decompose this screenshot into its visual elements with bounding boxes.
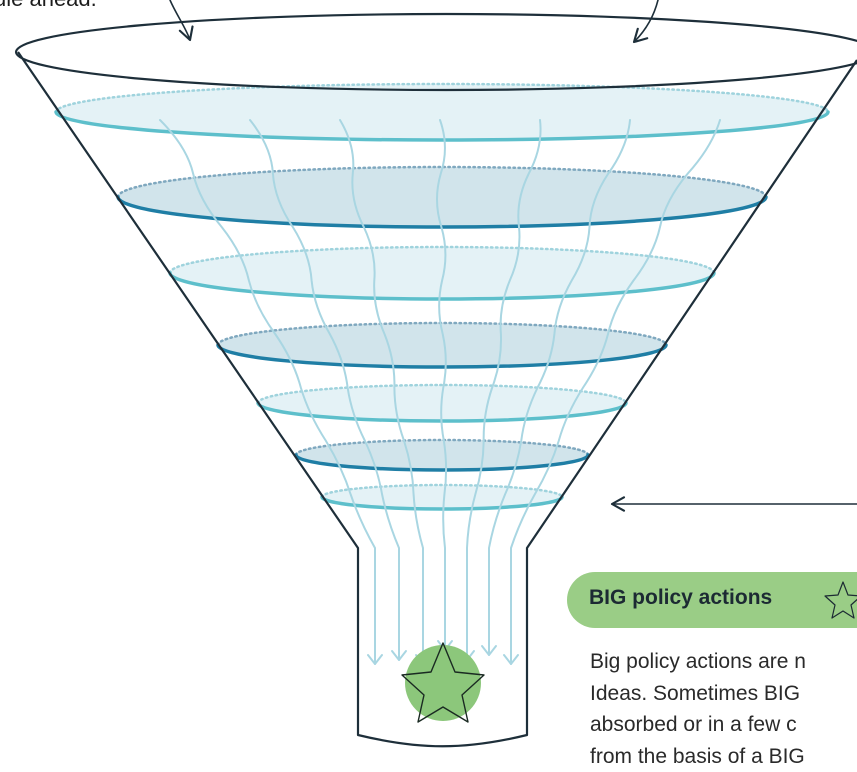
star-outline-icon: [823, 580, 857, 620]
funnel-layers: [56, 84, 828, 509]
badge-label: BIG policy actions: [589, 586, 772, 610]
section-body-text: Big policy actions are n Ideas. Sometime…: [590, 646, 857, 772]
right-pointer-arrow: [634, 0, 658, 42]
body-line: Big policy actions are n: [590, 646, 857, 678]
big-policy-actions-badge: BIG policy actions: [567, 572, 857, 628]
funnel-mouth-rim: [16, 14, 857, 90]
funnel-layer: [322, 485, 562, 509]
outlet-star-circle: [405, 645, 481, 721]
body-line: Ideas. Sometimes BIG: [590, 678, 857, 710]
left-pointer-arrow: [170, 0, 190, 40]
body-line: from the basis of a BIG: [590, 741, 857, 772]
body-line: absorbed or in a few c: [590, 709, 857, 741]
